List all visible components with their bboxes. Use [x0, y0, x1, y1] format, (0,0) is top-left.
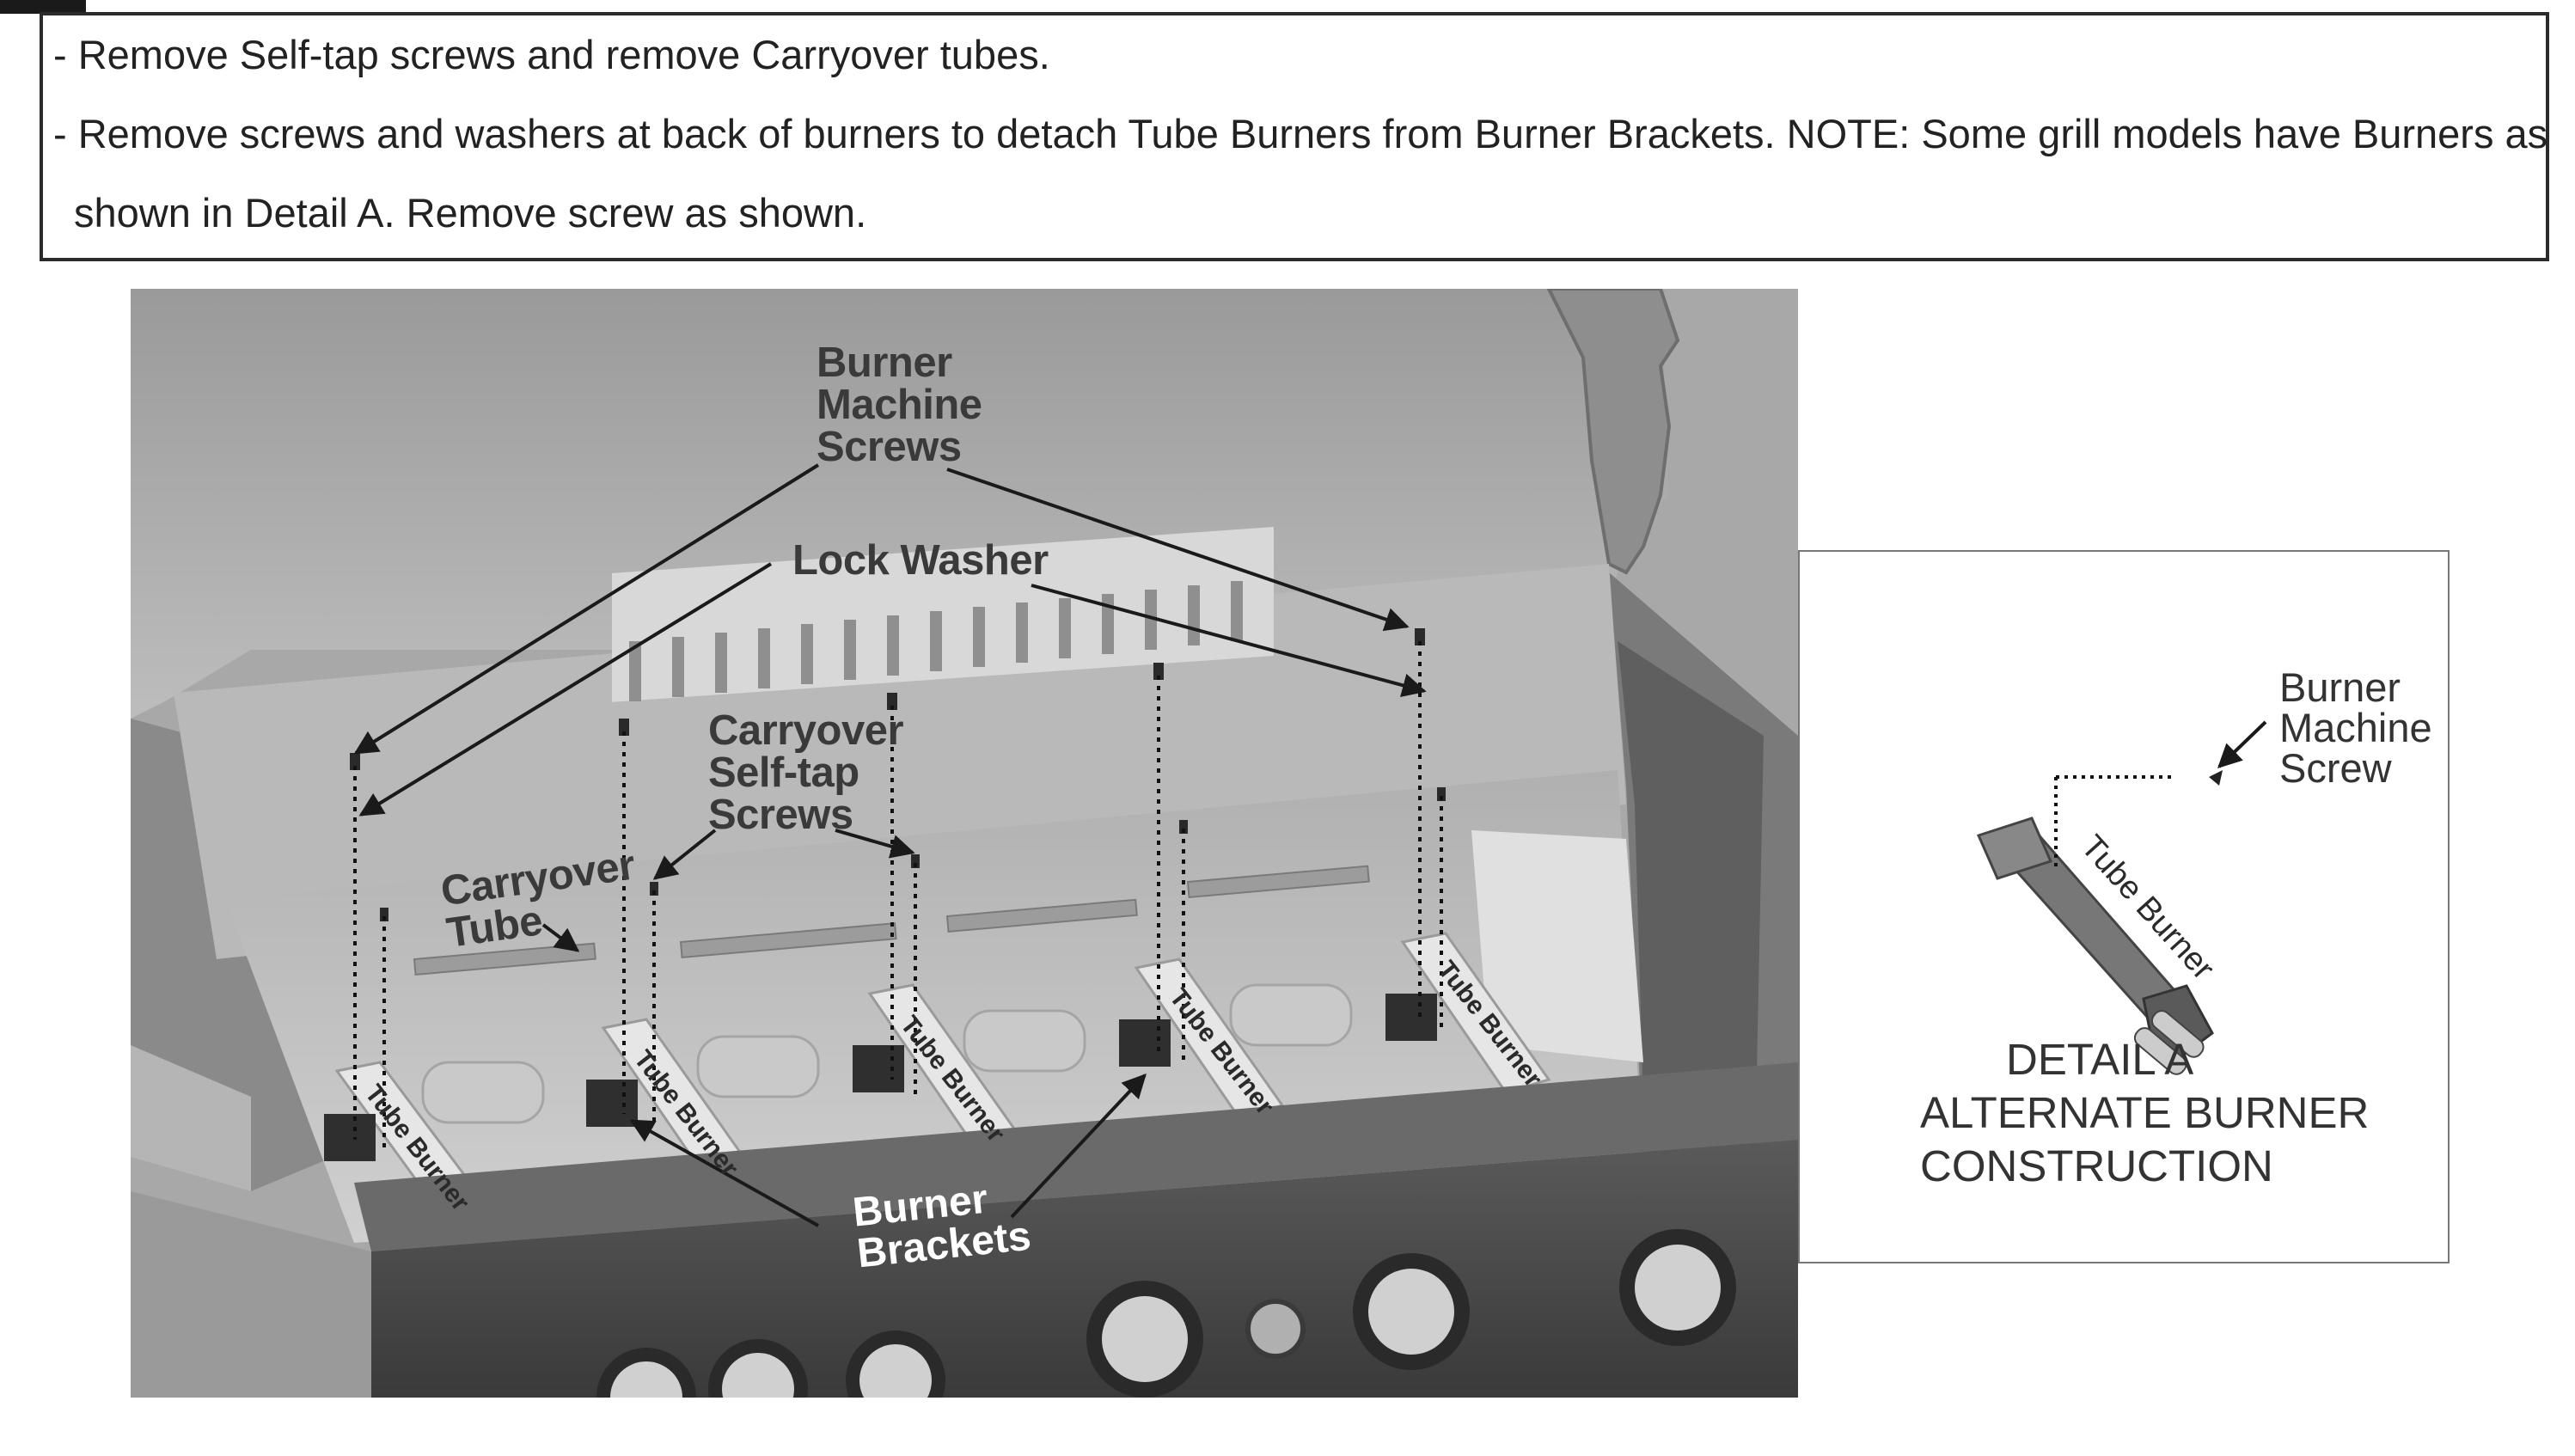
section-corner-tab: [0, 0, 86, 14]
right-side-inner: [1618, 641, 1764, 1157]
burner-brackets: [324, 994, 1437, 1161]
label-carryover-self-tap-screws: Carryover Self-tap Screws: [708, 707, 904, 838]
alignment-lines: [353, 641, 1443, 1148]
detail-drawing: [1976, 720, 2267, 1075]
rear-wall: [174, 564, 1626, 959]
label-burner-machine-screws: Burner Machine Screws: [817, 340, 982, 470]
detail-leader-arrow: [2217, 720, 2267, 768]
detail-a-inset: Burner Machine Screw Tube Burner DETAIL …: [1798, 550, 2450, 1263]
label-burner-brackets: Burner Brackets: [850, 1176, 1033, 1277]
screws: [350, 628, 1446, 921]
control-knobs: [596, 1229, 1736, 1398]
vent-grid: [612, 526, 1274, 702]
left-cart-front: [131, 1191, 371, 1398]
instruction-line-1: - Remove Self-tap screws and remove Carr…: [53, 32, 1050, 77]
grill-illustration: Burner Machine Screws Lock Washer Carryo…: [131, 289, 1798, 1398]
instruction-box: - Remove Self-tap screws and remove Carr…: [40, 12, 2549, 261]
label-lock-washer: Lock Washer: [792, 537, 1049, 584]
vent-slots: [629, 581, 1243, 701]
firebox-corner-basin: [1471, 830, 1643, 1062]
burner-openings: [421, 983, 1353, 1124]
lid-right-edge: [1546, 289, 1680, 575]
leader-arrows: [353, 463, 1427, 1227]
detail-screw: [2209, 770, 2223, 786]
grill-drawing: [131, 289, 1798, 1398]
instruction-line-2: - Remove screws and washers at back of b…: [53, 111, 2548, 156]
detail-alignment-lines: [2054, 775, 2171, 872]
detail-caption: DETAIL A ALTERNATE BURNER CONSTRUCTION: [1920, 1035, 2370, 1190]
front-rail: [354, 1062, 1798, 1251]
carryover-tubes: [413, 865, 1370, 976]
detail-burner-bracket: [1976, 817, 2053, 880]
instruction-line-3: shown in Detail A. Remove screw as shown…: [74, 190, 867, 236]
detail-label-burner-machine-screw: Burner Machine Screw: [2279, 664, 2432, 791]
left-side-shelf: [131, 1045, 251, 1191]
